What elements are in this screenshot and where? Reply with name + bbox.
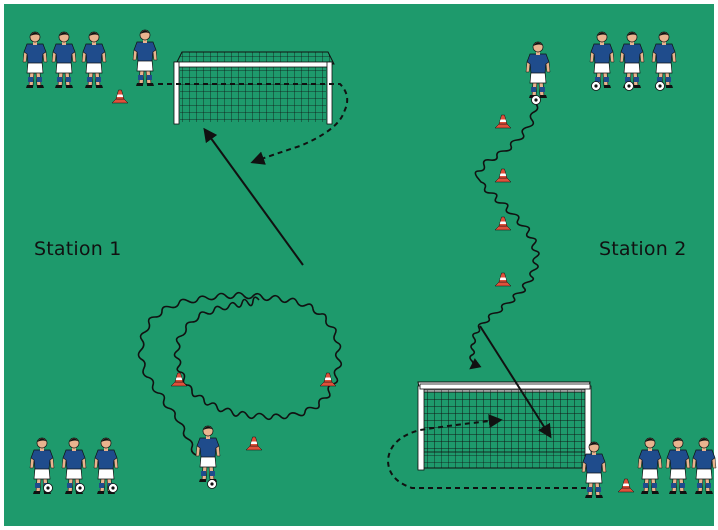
ball xyxy=(207,479,217,489)
pitch-surface xyxy=(4,4,714,526)
station-1-label: Station 1 xyxy=(34,238,122,260)
ball xyxy=(591,81,601,91)
ball xyxy=(655,81,665,91)
ball xyxy=(108,483,118,493)
run-path-dashed-2 xyxy=(386,414,586,489)
station-2-label: Station 2 xyxy=(599,238,687,260)
goal-station-1 xyxy=(173,51,335,125)
ball xyxy=(624,81,634,91)
goal-station-2 xyxy=(417,381,592,471)
shot-path-2 xyxy=(479,325,552,439)
station-2-paths xyxy=(386,103,586,489)
shot-path xyxy=(203,127,304,266)
ball xyxy=(75,483,85,493)
ball xyxy=(531,95,541,105)
run-path-dashed xyxy=(158,83,349,165)
dribble-slalom-path xyxy=(469,103,540,370)
ball xyxy=(43,483,53,493)
dribble-path xyxy=(137,291,343,456)
station-1-paths xyxy=(137,83,349,456)
